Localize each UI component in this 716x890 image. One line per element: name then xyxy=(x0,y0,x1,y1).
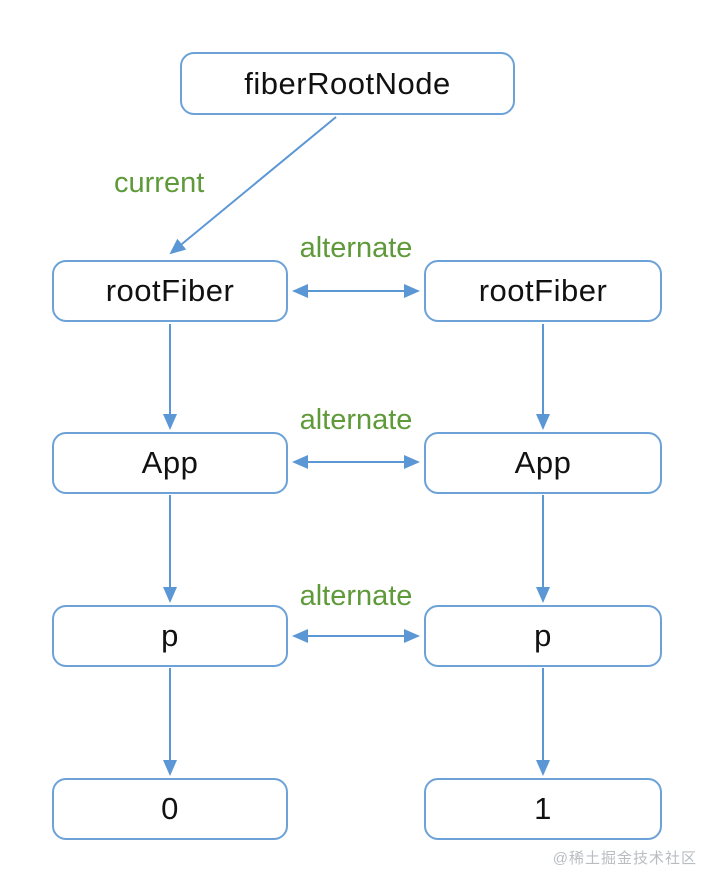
node-rootfiber-right: rootFiber xyxy=(424,260,662,322)
node-p-left: p xyxy=(52,605,288,667)
label-current: current xyxy=(114,167,205,199)
node-1-right-label: 1 xyxy=(534,791,552,826)
label-alternate-3: alternate xyxy=(299,580,413,612)
node-fiberrootnode-label: fiberRootNode xyxy=(244,65,451,101)
node-p-right-label: p xyxy=(534,618,552,653)
node-0-left: 0 xyxy=(52,778,288,840)
node-p-right: p xyxy=(424,605,662,667)
node-app-left: App xyxy=(52,432,288,494)
node-0-left-label: 0 xyxy=(161,791,179,826)
node-app-left-label: App xyxy=(141,445,199,480)
node-fiberrootnode: fiberRootNode xyxy=(180,52,515,115)
node-rootfiber-left-label: rootFiber xyxy=(105,273,235,308)
node-1-right: 1 xyxy=(424,778,662,840)
node-app-right-label: App xyxy=(514,445,572,480)
node-rootfiber-left: rootFiber xyxy=(52,260,288,322)
node-p-left-label: p xyxy=(161,618,179,653)
node-rootfiber-right-label: rootFiber xyxy=(478,273,608,308)
label-alternate-1: alternate xyxy=(299,232,413,264)
label-alternate-2: alternate xyxy=(299,404,413,436)
node-app-right: App xyxy=(424,432,662,494)
watermark: @稀土掘金技术社区 xyxy=(552,850,697,867)
